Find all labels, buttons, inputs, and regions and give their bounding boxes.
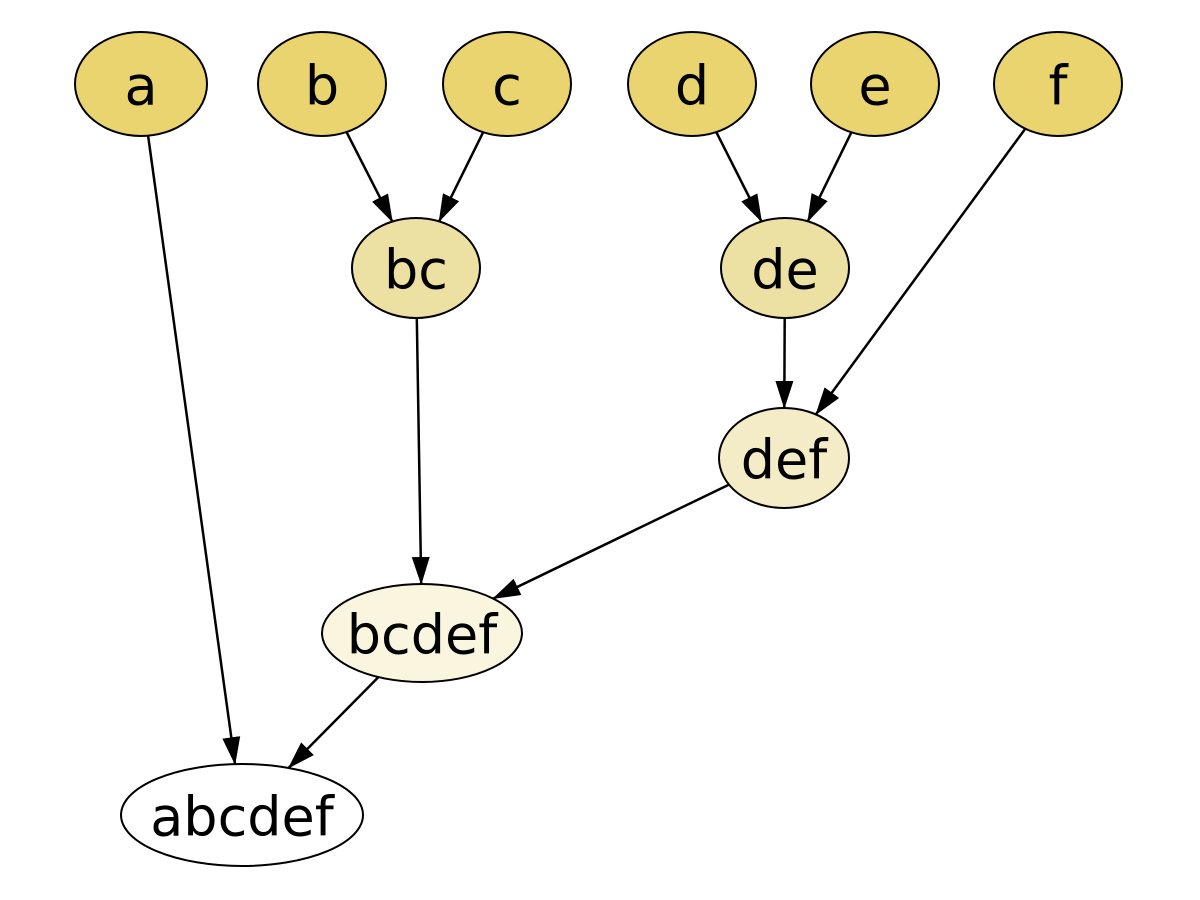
node-d-ellipse <box>627 31 757 137</box>
node-bcdef: bcdef <box>321 583 523 683</box>
node-e-ellipse <box>810 31 940 137</box>
edges-layer <box>146 127 1027 769</box>
node-bcdef-label: bcdef <box>347 604 499 667</box>
node-def-ellipse <box>718 407 850 509</box>
node-c-ellipse <box>442 31 572 137</box>
node-b-ellipse <box>257 31 387 137</box>
node-bcdef-ellipse <box>321 583 523 683</box>
node-a-ellipse <box>74 31 208 137</box>
node-c: c <box>442 31 572 137</box>
edge-e-to-de <box>806 131 853 223</box>
node-a-label: a <box>124 55 157 118</box>
node-abcdef-ellipse <box>120 763 364 867</box>
node-f-label: f <box>1048 55 1069 118</box>
node-e: e <box>810 31 940 137</box>
edge-bcdef-to-abcdef <box>287 676 380 769</box>
node-c-label: c <box>492 55 522 118</box>
node-def-label: def <box>741 429 830 492</box>
node-bc-label: bc <box>384 239 448 302</box>
edge-a-to-abcdef <box>146 135 241 766</box>
edge-def-to-bcdef <box>492 483 730 600</box>
node-de: de <box>720 217 850 319</box>
edge-f-to-def <box>814 127 1027 416</box>
node-d: d <box>627 31 757 137</box>
node-f-ellipse <box>993 31 1123 137</box>
edge-bc-to-bcdef <box>411 317 430 585</box>
node-b: b <box>257 31 387 137</box>
node-de-label: de <box>751 239 819 302</box>
node-de-ellipse <box>720 217 850 319</box>
node-abcdef: abcdef <box>120 763 364 867</box>
edge-d-to-de <box>715 131 763 223</box>
edge-c-to-bc <box>437 131 485 223</box>
node-bc: bc <box>351 217 481 319</box>
node-d-label: d <box>675 55 709 118</box>
node-e-label: e <box>858 55 891 118</box>
node-b-label: b <box>305 55 339 118</box>
node-f: f <box>993 31 1123 137</box>
node-def: def <box>718 407 850 509</box>
node-abcdef-label: abcdef <box>150 786 336 849</box>
node-a: a <box>74 31 208 137</box>
node-bc-ellipse <box>351 217 481 319</box>
edge-b-to-bc <box>345 131 394 223</box>
